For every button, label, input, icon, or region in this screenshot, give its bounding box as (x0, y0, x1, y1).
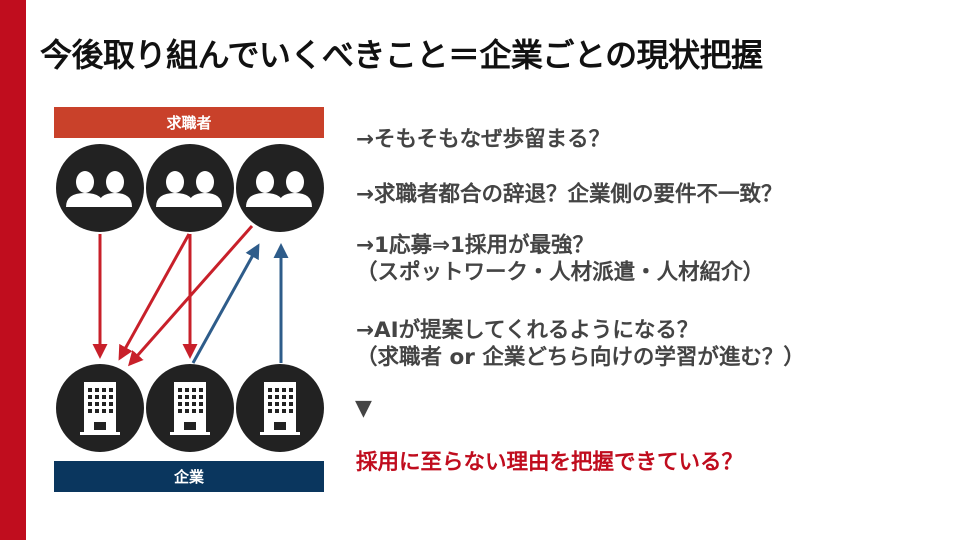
page-title: 今後取り組んでいくべきこと＝企業ごとの現状把握 (40, 36, 763, 74)
question-line: →AIが提案してくれるようになる？ (356, 318, 699, 343)
offer-arrow (191, 243, 260, 364)
company-band: 企業 (54, 461, 324, 492)
question-2: →求職者都合の辞退？企業側の要件不一致？ (356, 181, 783, 208)
job-seeker-group-icon (146, 144, 234, 232)
question-4: →AIが提案してくれるようになる？（求職者 or 企業どちら向けの学習が進む？） (356, 317, 805, 371)
question-subline: （求職者 or 企業どちら向けの学習が進む？） (356, 345, 805, 370)
question-line: →求職者都合の辞退？企業側の要件不一致？ (356, 182, 783, 207)
down-triangle-icon: ▼ (355, 396, 372, 421)
question-3: →1応募⇒1採用が最強？（スポットワーク・人材派遣・人材紹介） (356, 232, 764, 286)
accent-bar (0, 0, 26, 540)
question-line: →そもそもなぜ歩留まる？ (356, 127, 611, 152)
job-seeker-group-icon (236, 144, 324, 232)
company-building-icon (236, 364, 324, 452)
application-arrow (118, 233, 191, 361)
conclusion-text: 採用に至らない理由を把握できている？ (356, 450, 744, 475)
company-building-icon (146, 364, 234, 452)
application-arrow (128, 225, 254, 367)
matching-diagram (56, 144, 324, 452)
question-subline: （スポットワーク・人材派遣・人材紹介） (356, 260, 765, 285)
question-1: →そもそもなぜ歩留まる？ (356, 126, 610, 153)
company-building-icon (56, 364, 144, 452)
job-seeker-band: 求職者 (54, 107, 324, 138)
job-seeker-group-icon (56, 144, 144, 232)
question-line: →1応募⇒1採用が最強？ (356, 233, 594, 258)
